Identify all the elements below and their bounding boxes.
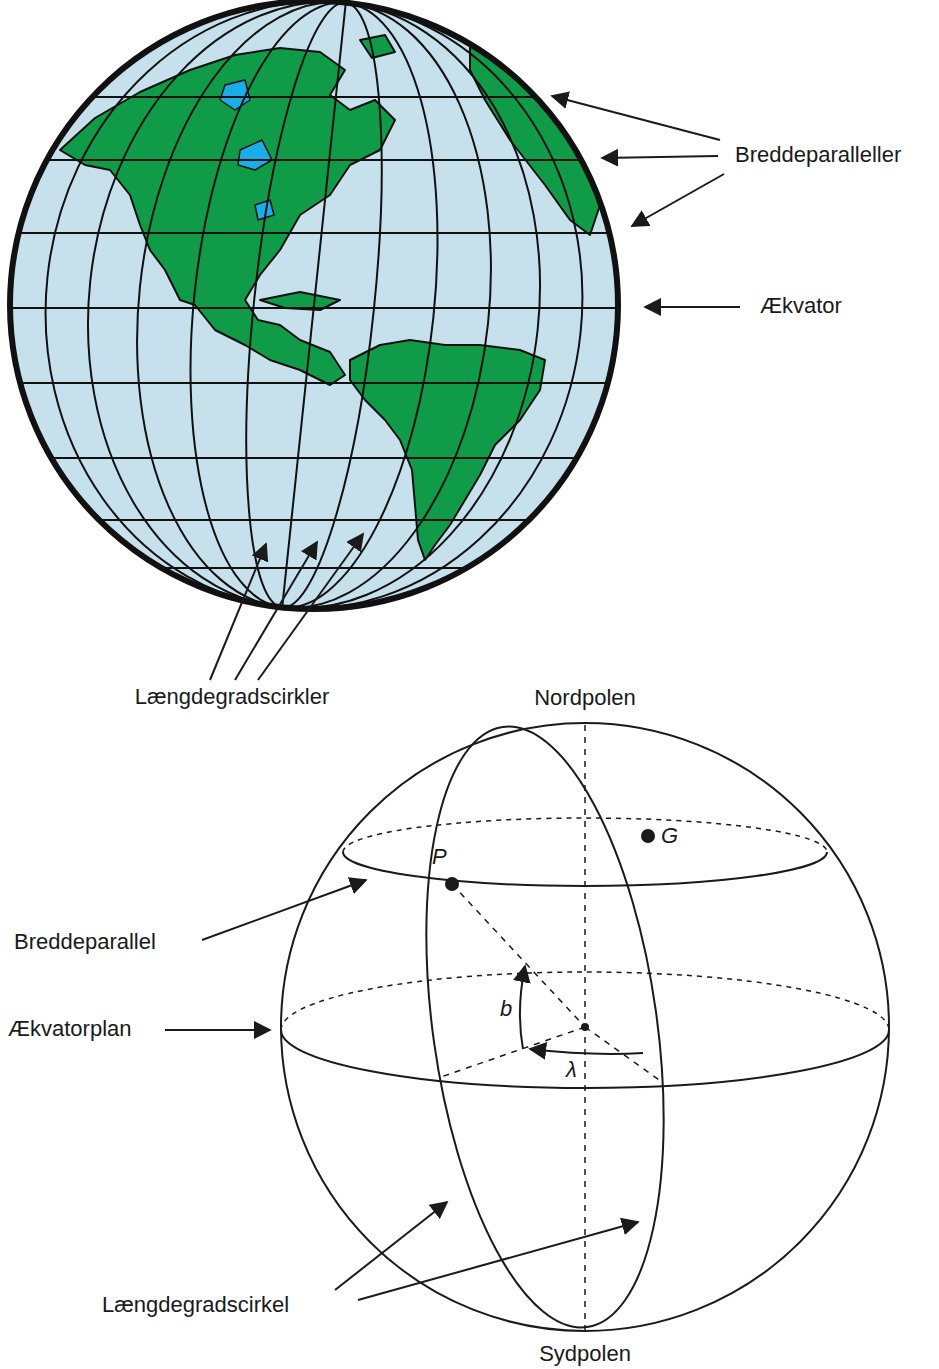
label-text: Breddeparallel xyxy=(14,930,156,954)
label-text: λ xyxy=(566,1058,577,1082)
label-text: Nordpolen xyxy=(534,686,636,710)
point-p xyxy=(445,877,459,891)
point-g xyxy=(641,829,655,843)
label-text: P xyxy=(432,845,447,869)
label-text: Ækvatorplan xyxy=(8,1017,132,1041)
label-text: Ækvator xyxy=(760,294,842,318)
label-text: b xyxy=(500,997,512,1021)
label-text: Længdegradscirkel xyxy=(102,1293,289,1317)
label-text: Sydpolen xyxy=(539,1342,631,1366)
lakes xyxy=(220,80,274,220)
south-america xyxy=(350,340,545,560)
label-text: G xyxy=(661,824,678,848)
graticule xyxy=(0,0,640,636)
center-dot xyxy=(581,1023,589,1031)
leader-lines xyxy=(210,96,740,680)
north-america xyxy=(60,48,395,385)
sphere-diagram xyxy=(281,711,889,1342)
label-text: Længdegradscirkler xyxy=(135,685,329,709)
label-text: Breddeparalleller xyxy=(735,143,901,167)
leader-lines xyxy=(165,880,638,1300)
